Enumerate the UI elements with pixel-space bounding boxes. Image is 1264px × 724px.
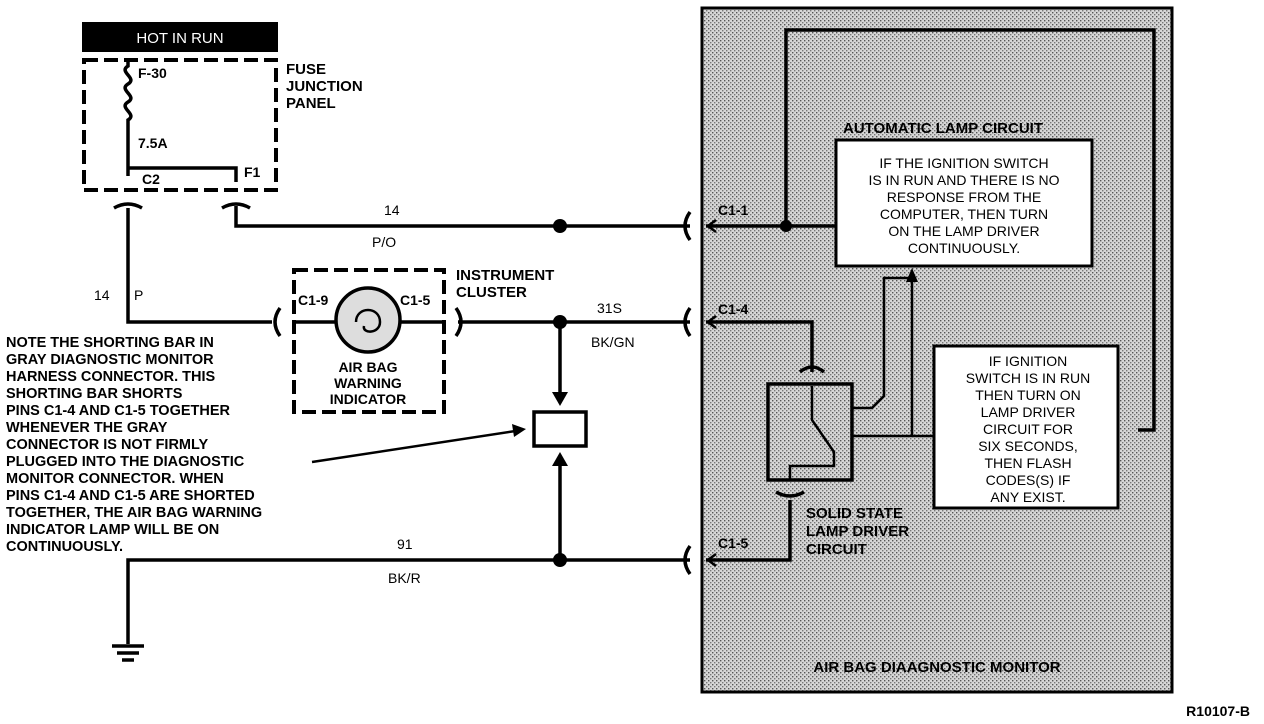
ground-icon	[112, 644, 144, 662]
fuse-panel-label: FUSE JUNCTION PANEL	[286, 61, 363, 112]
svg-text:CIRCUIT: CIRCUIT	[806, 541, 867, 558]
svg-text:WARNING: WARNING	[334, 375, 402, 391]
auto-lamp-circuit-title: AUTOMATIC LAMP CIRCUIT	[843, 120, 1043, 137]
svg-text:INSTRUMENT: INSTRUMENT	[456, 267, 554, 284]
svg-text:CODES(S) IF: CODES(S) IF	[986, 472, 1071, 488]
lamp-driver-label: SOLID STATE LAMP DRIVER CIRCUIT	[806, 505, 909, 558]
svg-text:ON THE LAMP DRIVER: ON THE LAMP DRIVER	[888, 223, 1039, 239]
splice-top	[553, 219, 567, 233]
svg-text:CIRCUIT FOR: CIRCUIT FOR	[983, 421, 1073, 437]
arrow-down	[552, 392, 568, 406]
svg-text:NOTE THE SHORTING BAR IN: NOTE THE SHORTING BAR IN	[6, 335, 214, 351]
svg-text:ANY EXIST.: ANY EXIST.	[990, 489, 1065, 505]
monitor-connector-c1-4	[683, 306, 692, 338]
connector-c2-symbol	[113, 202, 143, 210]
svg-text:CLUSTER: CLUSTER	[456, 284, 527, 301]
figure-id: R10107-B	[1186, 703, 1250, 719]
svg-text:PLUGGED INTO THE DIAGNOSTIC: PLUGGED INTO THE DIAGNOSTIC	[6, 454, 245, 470]
wire-14-top-gauge: 14	[384, 202, 400, 218]
svg-text:JUNCTION: JUNCTION	[286, 78, 363, 95]
svg-text:THEN FLASH: THEN FLASH	[984, 455, 1071, 471]
wire-91-gauge: 91	[397, 536, 413, 552]
auto-lamp-circuit-box: IF THE IGNITION SWITCH IS IN RUN AND THE…	[834, 138, 1094, 268]
svg-text:WHENEVER THE GRAY: WHENEVER THE GRAY	[6, 420, 168, 436]
cluster-connector-left	[273, 306, 282, 338]
monitor-title: AIR BAG DIAAGNOSTIC MONITOR	[813, 659, 1060, 676]
svg-text:FUSE: FUSE	[286, 61, 326, 78]
svg-text:RESPONSE FROM THE: RESPONSE FROM THE	[887, 189, 1042, 205]
connector-c2-label: C2	[142, 171, 160, 187]
splice-bottom	[553, 553, 567, 567]
monitor-connector-c1-1	[683, 210, 692, 242]
connector-f1-label: F1	[244, 164, 261, 180]
svg-text:PINS C1-4 AND C1-5 TOGETHER: PINS C1-4 AND C1-5 TOGETHER	[6, 403, 231, 419]
wire-91-bkr	[126, 558, 690, 644]
svg-text:INDICATOR LAMP WILL BE ON: INDICATOR LAMP WILL BE ON	[6, 522, 219, 538]
wire-14-p	[126, 208, 272, 324]
monitor-pin-c1-5: C1-5	[718, 535, 749, 551]
fuse-rating: 7.5A	[138, 135, 168, 151]
solid-state-lamp-driver	[766, 382, 854, 482]
cluster-pin-c1-9: C1-9	[298, 292, 329, 308]
shorting-bar	[532, 410, 588, 448]
wire-14-po	[234, 206, 690, 228]
hot-in-run-label: HOT IN RUN	[136, 30, 223, 47]
svg-text:IF THE IGNITION SWITCH: IF THE IGNITION SWITCH	[879, 155, 1048, 171]
svg-text:THEN TURN ON: THEN TURN ON	[975, 387, 1081, 403]
svg-text:SOLID STATE: SOLID STATE	[806, 505, 903, 522]
svg-text:INDICATOR: INDICATOR	[330, 391, 406, 407]
air-bag-lamp-icon	[334, 286, 402, 354]
svg-text:HARNESS CONNECTOR. THIS: HARNESS CONNECTOR. THIS	[6, 369, 216, 385]
svg-text:MONITOR CONNECTOR. WHEN: MONITOR CONNECTOR. WHEN	[6, 471, 224, 487]
svg-text:CONTINUOUSLY.: CONTINUOUSLY.	[6, 539, 123, 555]
svg-text:SIX SECONDS,: SIX SECONDS,	[978, 438, 1078, 454]
instrument-cluster: C1-9 C1-5 AIR BAG WARNING INDICATOR	[292, 268, 446, 414]
svg-text:COMPUTER, THEN TURN: COMPUTER, THEN TURN	[880, 206, 1048, 222]
fuse-number: F-30	[138, 65, 167, 81]
arrow-up	[552, 452, 568, 466]
shorting-bar-note: NOTE THE SHORTING BAR IN GRAY DIAGNOSTIC…	[6, 335, 262, 555]
svg-text:IS IN RUN AND THERE IS NO: IS IN RUN AND THERE IS NO	[868, 172, 1059, 188]
connector-f1-symbol	[221, 202, 251, 210]
svg-text:PANEL: PANEL	[286, 95, 336, 112]
wire-14-left-gauge: 14	[94, 287, 110, 303]
fuse-symbol	[123, 58, 133, 176]
svg-text:LAMP DRIVER: LAMP DRIVER	[806, 523, 909, 540]
svg-text:IF IGNITION: IF IGNITION	[989, 353, 1068, 369]
note-pointer	[311, 428, 523, 464]
hot-in-run-banner: HOT IN RUN	[82, 22, 278, 52]
fuse-junction-panel: F-30 7.5A C2 F1	[82, 58, 278, 192]
monitor-connector-c1-5	[683, 544, 692, 576]
instrument-cluster-label: INSTRUMENT CLUSTER	[456, 267, 554, 301]
wire-91-color: BK/R	[388, 570, 421, 586]
svg-text:SWITCH IS IN RUN: SWITCH IS IN RUN	[966, 370, 1090, 386]
wire-14-top-color: P/O	[372, 234, 396, 250]
svg-text:AIR BAG: AIR BAG	[338, 359, 397, 375]
wire-14-left-color: P	[134, 287, 143, 303]
svg-text:PINS C1-4 AND C1-5 ARE SHORTED: PINS C1-4 AND C1-5 ARE SHORTED	[6, 488, 255, 504]
svg-text:SHORTING BAR SHORTS: SHORTING BAR SHORTS	[6, 386, 183, 402]
wire-31s-color: BK/GN	[591, 334, 635, 350]
wire-31s-gauge: 31S	[597, 300, 622, 316]
monitor-pin-c1-1: C1-1	[718, 202, 749, 218]
monitor-pin-c1-4: C1-4	[718, 301, 749, 317]
svg-text:CONNECTOR IS NOT FIRMLY: CONNECTOR IS NOT FIRMLY	[6, 437, 209, 453]
svg-text:GRAY DIAGNOSTIC MONITOR: GRAY DIAGNOSTIC MONITOR	[6, 352, 214, 368]
svg-text:LAMP DRIVER: LAMP DRIVER	[981, 404, 1076, 420]
cluster-pin-c1-5: C1-5	[400, 292, 431, 308]
svg-text:CONTINUOUSLY.: CONTINUOUSLY.	[908, 240, 1020, 256]
ignition-switch-box: IF IGNITION SWITCH IS IN RUN THEN TURN O…	[932, 344, 1120, 510]
svg-text:TOGETHER, THE AIR BAG WARNING: TOGETHER, THE AIR BAG WARNING	[6, 505, 262, 521]
